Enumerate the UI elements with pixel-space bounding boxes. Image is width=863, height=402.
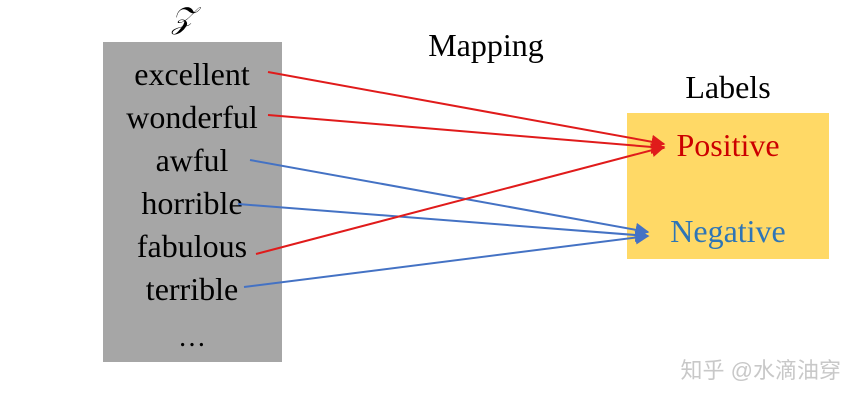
arrow-horrible-to-negative — [237, 203, 650, 242]
arrow-wonderful-to-positive — [267, 114, 666, 154]
word-fabulous: fabulous — [137, 228, 247, 264]
labels-title: Labels — [685, 69, 770, 105]
arrow-excellent-to-positive — [267, 71, 666, 149]
word-ellipsis: … — [178, 322, 206, 353]
arrow-awful-to-negative — [249, 159, 650, 237]
word-horrible: horrible — [141, 185, 242, 221]
arrow-terrible-to-negative — [243, 230, 650, 288]
mapping-arrows — [237, 71, 666, 288]
mapping-title: Mapping — [428, 27, 544, 63]
label-negative: Negative — [670, 213, 786, 249]
vocabulary-words: excellent wonderful awful horrible fabul… — [126, 56, 258, 353]
arrow-fabulous-to-positive — [255, 143, 666, 255]
word-excellent: excellent — [134, 56, 250, 92]
vocabulary-box — [103, 42, 282, 362]
word-awful: awful — [156, 142, 229, 178]
watermark: 知乎 @水滴油穿 — [681, 358, 841, 383]
label-positive: Positive — [676, 127, 779, 163]
word-terrible: terrible — [146, 271, 238, 307]
vocabulary-symbol: 𝒵 — [171, 2, 202, 35]
word-wonderful: wonderful — [126, 99, 258, 135]
